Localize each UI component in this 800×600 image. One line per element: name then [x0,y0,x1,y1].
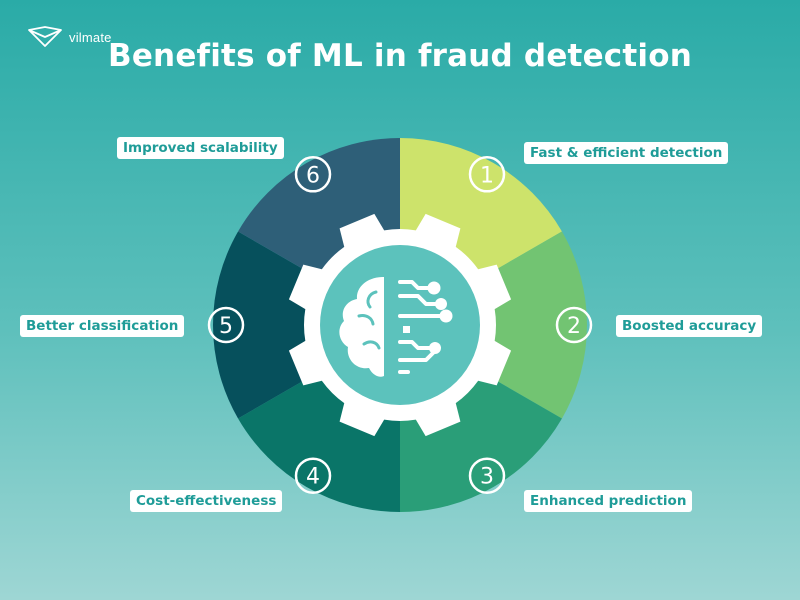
number-badges: 1 2 3 4 5 6 [207,156,593,494]
number-badge-text: 4 [306,465,320,490]
page-title: Benefits of ML in fraud detection [108,38,692,74]
benefit-label-better-classification: Better classification [20,315,185,337]
number-badge-text: 3 [480,465,494,490]
benefit-label-enhanced-prediction: Enhanced prediction [524,490,693,512]
number-badge-6: 6 [294,156,332,193]
number-badge-5: 5 [207,306,245,344]
benefit-label-boosted-accuracy: Boosted accuracy [616,315,763,337]
number-badge-text: 2 [567,314,581,339]
benefit-label-improved-scalability: Improved scalability [117,137,284,159]
vilmate-logo-icon [28,26,62,47]
number-badge-2: 2 [555,306,593,344]
number-badge-text: 1 [480,163,494,188]
benefit-label-cost-effectiveness: Cost-effectiveness [130,490,283,512]
vilmate-logo: vilmate [27,26,112,48]
brain-circuit-icon [339,277,453,377]
number-badge-1: 1 [468,156,506,193]
number-badge-text: 5 [219,314,233,339]
benefit-label-fast-detection: Fast & efficient detection [524,142,729,164]
brand-name: vilmate [69,29,112,45]
number-badge-4: 4 [294,457,332,494]
number-badge-text: 6 [306,163,320,188]
number-badge-3: 3 [468,457,506,494]
